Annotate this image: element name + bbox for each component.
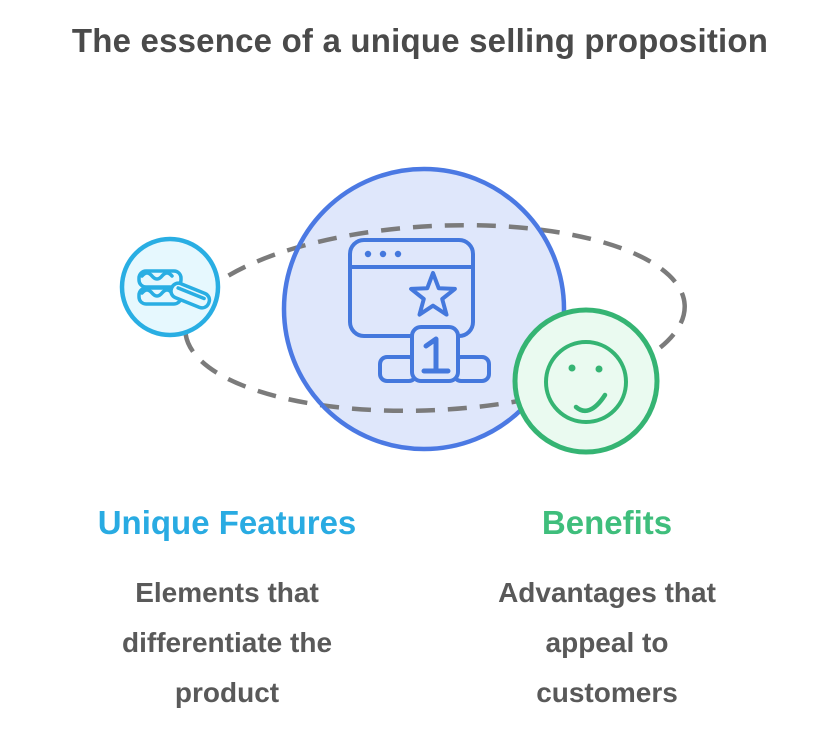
winner-website-icon (348, 238, 491, 383)
podium-rank-one (421, 336, 451, 374)
features-circle (119, 236, 221, 338)
unique-features-description: Elements that differentiate the product (121, 577, 333, 708)
sad-face-icon (544, 340, 628, 424)
podium-icon (378, 325, 491, 383)
orbit-dashed-front-arc (286, 222, 562, 414)
benefits-circle (512, 307, 660, 455)
star-icon (409, 271, 457, 317)
browser-dots (364, 250, 402, 258)
unique-features-heading: Unique Features (97, 504, 357, 541)
benefits-heading: Benefits (541, 504, 673, 541)
page-title: The essence of a unique selling proposit… (71, 22, 769, 59)
coins-icon (137, 269, 212, 310)
benefits-description: Advantages that appeal to customers (498, 577, 716, 708)
